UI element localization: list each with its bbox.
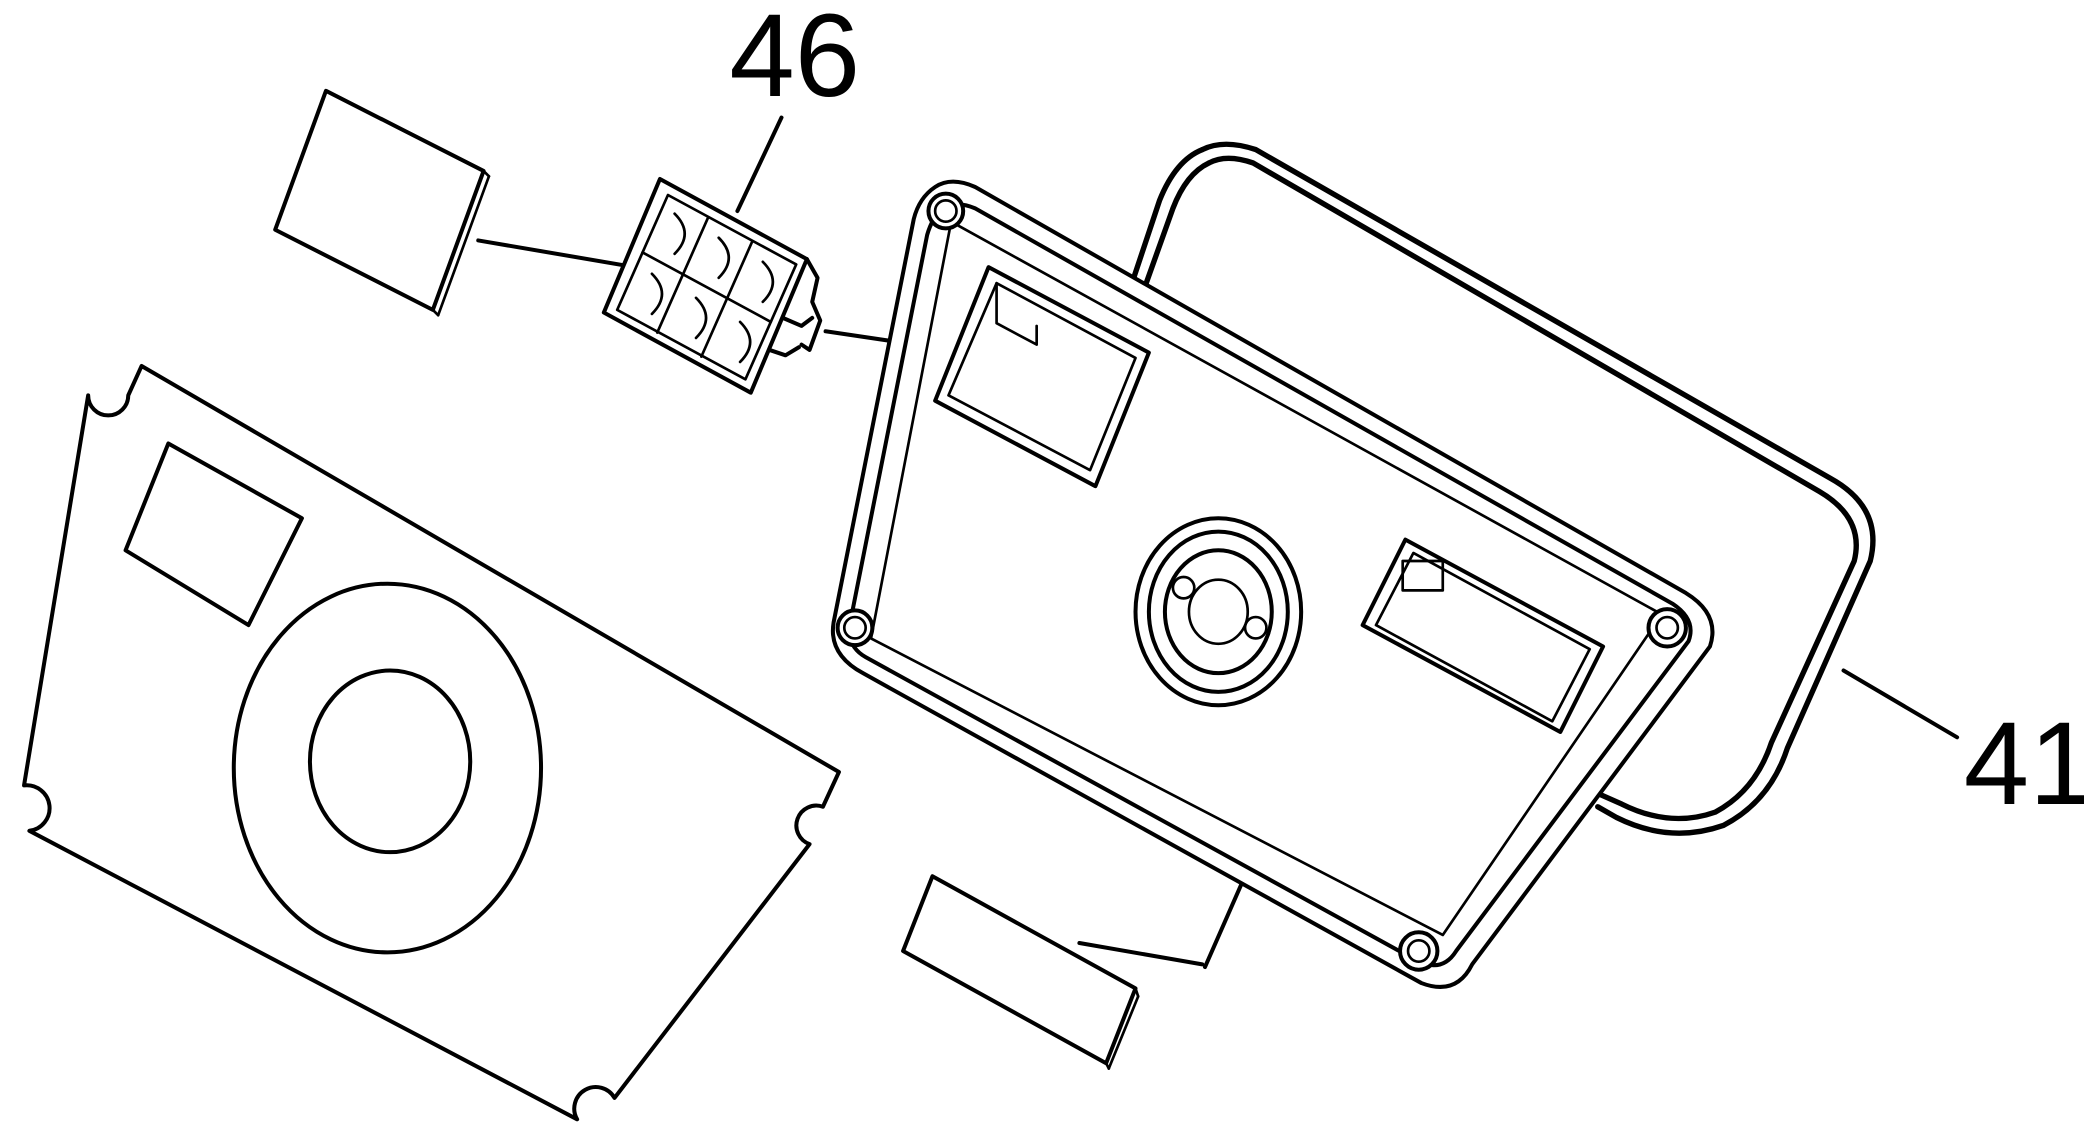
main-housing bbox=[830, 179, 1715, 989]
connector-block-46 bbox=[601, 176, 823, 395]
gasket-sheet bbox=[22, 363, 841, 1122]
leader-lines bbox=[735, 115, 1960, 740]
reference-label-41: 41 bbox=[1964, 698, 2084, 829]
small-adhesive-pad bbox=[273, 88, 491, 317]
leader-line-41 bbox=[1841, 668, 1960, 740]
reference-label-46: 46 bbox=[729, 0, 860, 121]
leader-line-46 bbox=[735, 115, 784, 214]
sealing-ring-41 bbox=[1127, 141, 1876, 836]
lower-adhesive-pad bbox=[901, 874, 1140, 1070]
